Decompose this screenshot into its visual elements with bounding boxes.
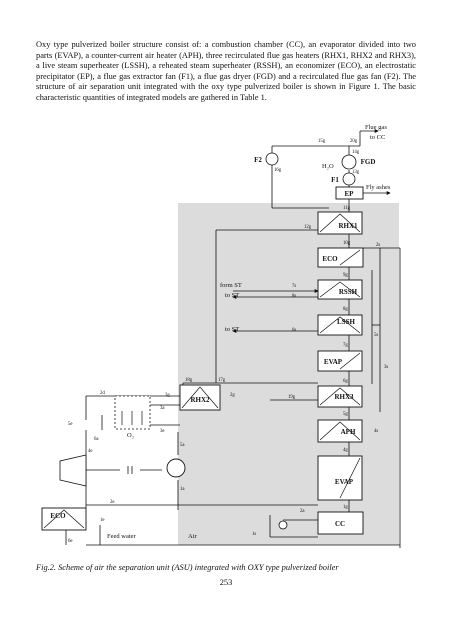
eco-boiler-block	[317, 247, 364, 268]
to-st-label-1: to ST	[225, 292, 239, 299]
stream-3e: 3e	[160, 429, 165, 434]
lssh-block	[317, 314, 363, 336]
stream-2a: 2a	[300, 509, 305, 514]
rhx1-label: RHX1	[338, 222, 358, 230]
pump-circle	[278, 520, 288, 530]
eco-asu-label: ECO	[50, 512, 66, 520]
figure-caption: Fig.2. Scheme of air the separation unit…	[36, 563, 339, 572]
stream-2s: 2s	[376, 243, 380, 248]
stream-7g: 7g	[343, 343, 348, 348]
fgd-circle	[341, 154, 357, 170]
f2-label: F2	[254, 156, 262, 164]
to-cc-label: to CC	[370, 134, 385, 141]
stream-2g: 2g	[230, 393, 235, 398]
stream-10g: 10g	[343, 241, 351, 246]
evap-upper-block	[317, 350, 363, 372]
stream-2d: 2d	[100, 391, 105, 396]
evap-lower-block	[317, 455, 363, 501]
fan-f1	[342, 172, 356, 186]
stream-2e: 2e	[110, 500, 115, 505]
stream-4s: 4s	[374, 429, 378, 434]
stream-5s: 5s	[374, 333, 378, 338]
stream-5a: 5a	[180, 443, 185, 448]
stream-15g: 15g	[318, 139, 326, 144]
f1-label: F1	[331, 176, 339, 184]
cc-label: CC	[335, 520, 345, 528]
stream-18g: 18g	[185, 378, 193, 383]
rssh-label: RSSH	[339, 288, 358, 296]
stream-1s: 1s	[252, 532, 256, 537]
ep-label: EP	[345, 190, 355, 198]
stream-9g: 9g	[343, 273, 348, 278]
stream-6a: 6a	[94, 437, 99, 442]
eco-asu-block	[41, 507, 87, 531]
stream-14g: 14g	[352, 150, 360, 155]
stream-16g: 16g	[274, 168, 282, 173]
to-st-label-2: to ST	[225, 326, 239, 333]
stream-4e: 4e	[88, 449, 93, 454]
stream-6g: 6g	[343, 379, 348, 384]
stream-19g: 19g	[288, 395, 296, 400]
compressor-shape	[59, 454, 87, 487]
stream-12g: 12g	[304, 225, 312, 230]
stream-3s: 3s	[384, 365, 388, 370]
rhx3-block	[317, 385, 363, 408]
rhx2-block	[179, 384, 221, 411]
from-st-label: form ST	[220, 282, 242, 289]
stream-11g: 11g	[343, 206, 351, 211]
stream-17g: 17g	[218, 378, 226, 383]
o2-separator-box	[114, 395, 151, 430]
fly-ashes-label: Fly ashes	[366, 184, 391, 191]
lssh-label: LSSH	[337, 318, 355, 326]
evap-upper-label: EVAP	[324, 358, 343, 366]
stream-6e: 6e	[68, 539, 73, 544]
stream-5e: 5e	[68, 422, 73, 427]
rhx3-label: RHX3	[334, 393, 354, 401]
stream-1g: 1g	[343, 505, 348, 510]
cc-block	[317, 511, 364, 535]
body-paragraph: Oxy type pulverized boiler structure con…	[36, 40, 416, 102]
aph-label: APH	[341, 428, 356, 436]
air-label: Air	[188, 533, 198, 540]
ep-block	[335, 186, 364, 200]
stream-6s: 6s	[292, 328, 296, 333]
aph-block	[317, 419, 363, 443]
feed-water-label: Feed water	[107, 533, 137, 540]
h2o-label: H₂O	[322, 163, 334, 170]
o2-label: O₂	[127, 432, 134, 439]
stream-3g: 3g	[165, 393, 170, 398]
eco-boiler-label: ECO	[322, 255, 338, 263]
stream-7s: 7s	[292, 284, 296, 289]
boiler-shaded-area	[178, 203, 399, 545]
stream-5g: 5g	[343, 412, 348, 417]
stream-1a: 1a	[180, 487, 185, 492]
rssh-block	[317, 279, 363, 300]
fan-f2	[265, 152, 279, 166]
stream-1e: 1e	[100, 518, 105, 523]
fgd-label: FGD	[361, 158, 376, 166]
expander-circle	[166, 458, 186, 478]
rhx2-label: RHX2	[190, 396, 210, 404]
stream-8s: 8s	[292, 294, 296, 299]
stream-3a: 3a	[160, 406, 165, 411]
rhx1-block	[317, 211, 363, 235]
flue-gas-label: Flue gas	[365, 124, 387, 131]
page-number: 253	[219, 578, 233, 587]
stream-20g: 20g	[350, 139, 358, 144]
stream-4g: 4g	[343, 448, 348, 453]
stream-8g: 8g	[343, 307, 348, 312]
stream-13g: 13g	[352, 170, 360, 175]
evap-lower-label: EVAP	[335, 478, 354, 486]
